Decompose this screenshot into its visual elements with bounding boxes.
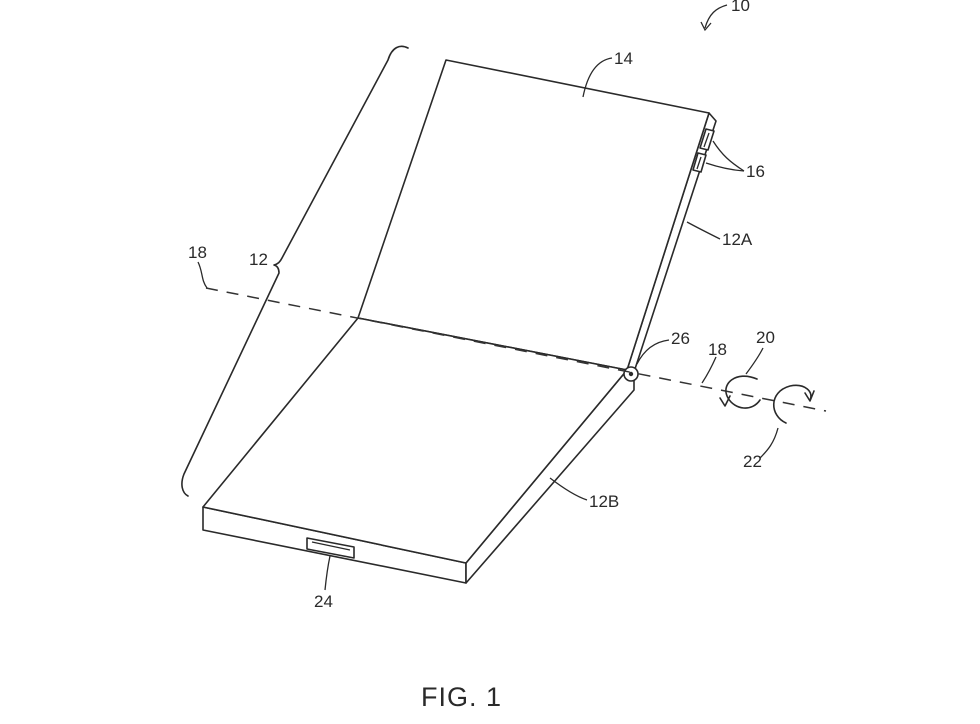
label-housing: 12 — [249, 250, 268, 269]
label-hinge: 26 — [671, 329, 690, 348]
label-buttons: 16 — [746, 162, 765, 181]
figure-caption: FIG. 1 — [421, 682, 502, 712]
label-display: 14 — [614, 49, 633, 68]
label-fold-axis-left: 18 — [188, 243, 207, 262]
label-rotation-a: 20 — [756, 328, 775, 347]
label-device: 10 — [731, 0, 750, 15]
label-upper-housing: 12A — [722, 230, 753, 249]
label-port: 24 — [314, 592, 333, 611]
label-fold-axis-right: 18 — [708, 340, 727, 359]
rotation-arrow-20 — [720, 376, 760, 408]
upper-display-panel — [358, 60, 709, 370]
label-rotation-b: 22 — [743, 452, 762, 471]
label-lower-housing: 12B — [589, 492, 619, 511]
hinge — [624, 367, 638, 381]
